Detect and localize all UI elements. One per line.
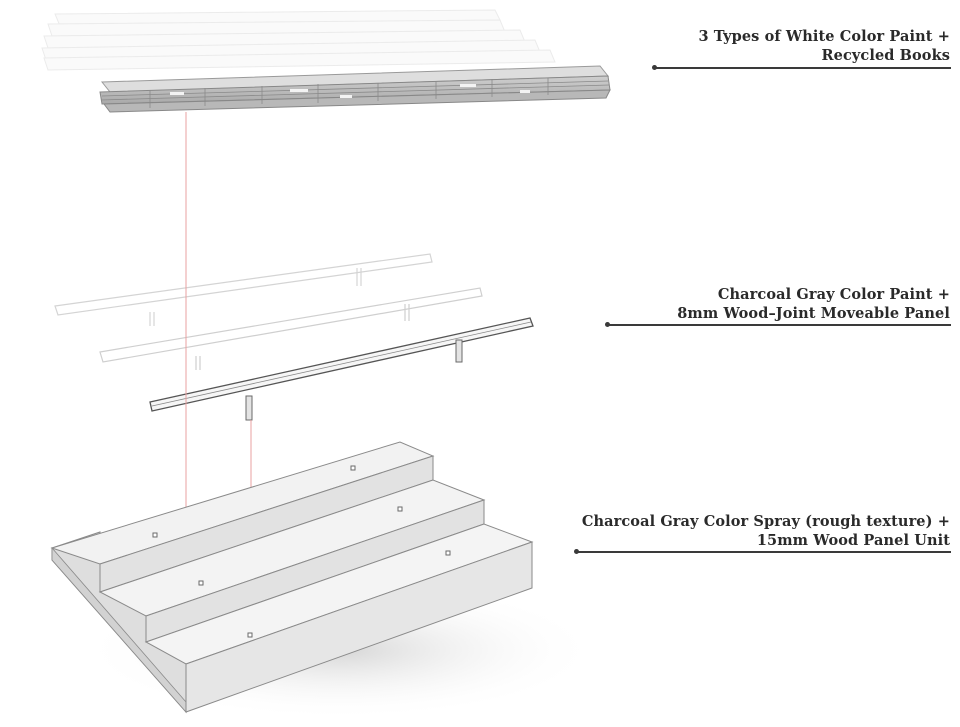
annotation-books-dot: [652, 65, 657, 70]
annotation-books-line-2: Recycled Books: [821, 47, 950, 64]
recycled-books-stack: [41, 9, 611, 113]
annotation-panel-line-2: 8mm Wood–Joint Moveable Panel: [677, 305, 950, 322]
annotation-panel-line-1: Charcoal Gray Color Paint +: [717, 286, 950, 303]
moveable-panels: [54, 253, 534, 421]
stepped-bleacher-unit: [50, 441, 600, 720]
annotation-books-line-1: 3 Types of White Color Paint +: [698, 28, 950, 45]
annotation-panel-leader: [608, 324, 951, 326]
annotation-books-leader: [655, 67, 951, 69]
annotation-stairs-line-1: Charcoal Gray Color Spray (rough texture…: [581, 513, 950, 530]
annotation-stairs-leader: [577, 551, 951, 553]
annotation-panel-dot: [605, 322, 610, 327]
annotation-stairs-line-2: 15mm Wood Panel Unit: [756, 532, 950, 549]
annotation-stairs-dot: [574, 549, 579, 554]
